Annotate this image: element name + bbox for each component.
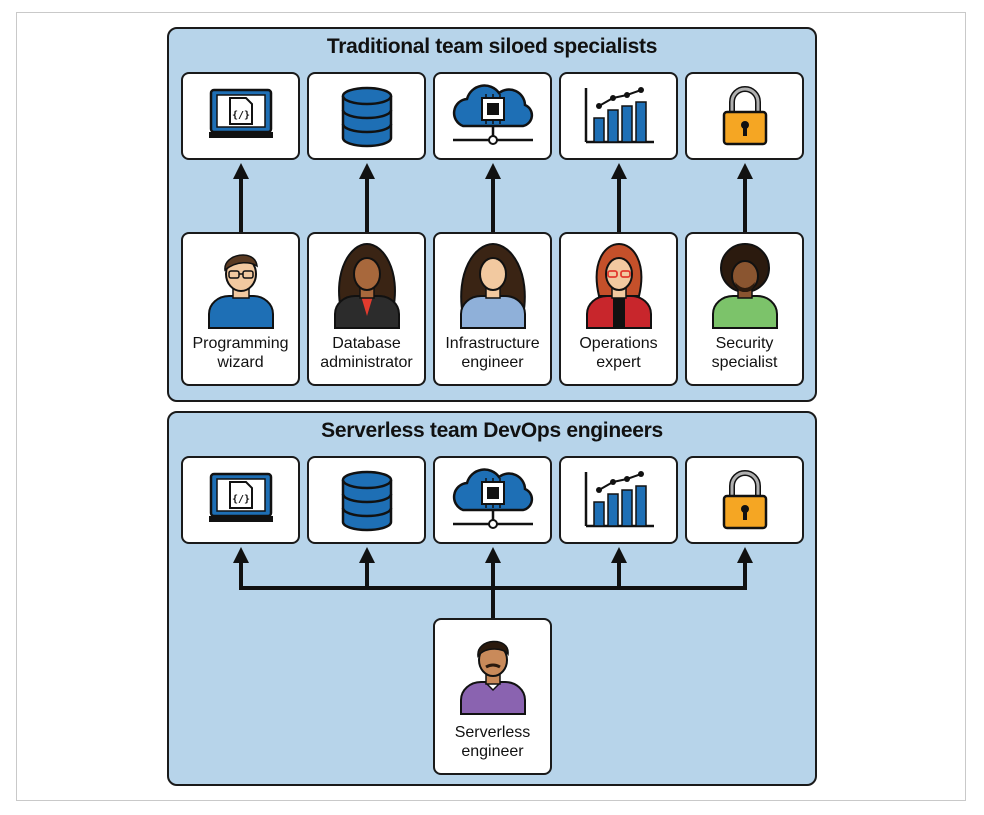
panel-title: Serverless team DevOps engineers <box>321 419 663 442</box>
tool-card-cloud <box>433 72 552 160</box>
arrow-cloud <box>485 547 501 563</box>
traditional-team-panel: Traditional team siloed specialists {/} <box>167 27 817 402</box>
arrow-programmer <box>233 163 249 234</box>
arrows-layer <box>233 547 753 618</box>
arrow-dba <box>359 163 375 234</box>
figure-frame <box>16 12 966 801</box>
programmer-avatar-icon <box>207 254 274 329</box>
tool-card-analytics <box>559 72 678 160</box>
tool-card-analytics <box>559 456 678 544</box>
security-specialist-avatar-icon <box>711 243 778 329</box>
svg-text:{/}: {/} <box>231 110 249 121</box>
dba-avatar-icon <box>333 242 400 329</box>
arrow-infra <box>485 163 501 234</box>
panel-title: Traditional team siloed specialists <box>326 35 658 58</box>
tool-card-code: {/} <box>181 456 300 544</box>
bar-chart-icon <box>584 471 654 528</box>
database-icon <box>341 86 392 148</box>
tool-card-cloud <box>433 456 552 544</box>
arrow-ops <box>611 163 627 234</box>
ops-expert-avatar-icon <box>585 242 652 329</box>
infra-engineer-avatar-icon <box>459 242 526 329</box>
arrow-analytics <box>611 547 627 590</box>
tool-card-code: {/} <box>181 72 300 160</box>
cloud-chip-icon <box>452 84 533 145</box>
arrow-code <box>233 547 249 590</box>
arrow-security <box>737 547 753 590</box>
cloud-chip-icon <box>452 468 533 529</box>
padlock-icon <box>722 470 767 530</box>
tool-card-database <box>307 456 426 544</box>
arrow-database <box>359 547 375 590</box>
arrows-layer <box>233 163 753 234</box>
serverless-engineer-avatar-icon <box>459 640 526 715</box>
bar-chart-icon <box>584 87 654 144</box>
arrow-security <box>737 163 753 234</box>
serverless-team-panel: Serverless team DevOps engineers {/} <box>167 411 817 786</box>
tool-card-security <box>685 72 804 160</box>
svg-text:{/}: {/} <box>231 494 249 505</box>
code-monitor-icon: {/} <box>208 472 273 522</box>
tool-card-database <box>307 72 426 160</box>
tool-card-security <box>685 456 804 544</box>
code-monitor-icon: {/} <box>208 88 273 138</box>
database-icon <box>341 470 392 532</box>
padlock-icon <box>722 86 767 146</box>
